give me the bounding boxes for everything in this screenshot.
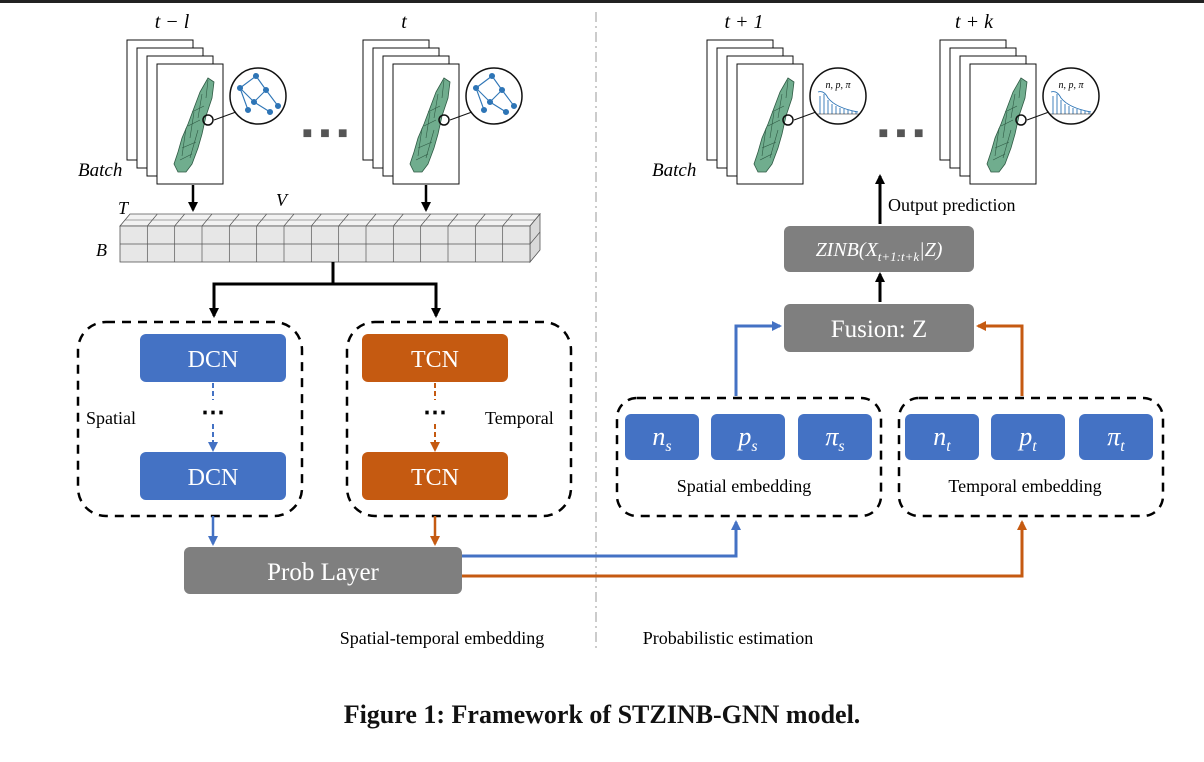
time-label-t-plus-k: t + k [955, 11, 994, 33]
dcn-top-label: DCN [188, 347, 239, 373]
time-label-t-plus-1: t + 1 [724, 11, 763, 33]
spatial-pi-block [798, 414, 872, 460]
tcn-bottom-label: TCN [411, 465, 459, 491]
tcn-block-top [362, 334, 508, 382]
dcn-bottom-label: DCN [188, 465, 239, 491]
spatial-module-box [76, 320, 304, 518]
temporal-p-label: pt [1017, 422, 1037, 455]
temporal-module-box [345, 320, 573, 518]
temporal-embedding-box [897, 396, 1165, 518]
arrow-prob-to-spatial-embedding [462, 520, 741, 558]
tensor-gridline [529, 231, 541, 245]
prob-layer-block [184, 547, 462, 594]
zinb-label: ZINB(Xt+1:t+k|Z) [816, 239, 943, 264]
dcn-block-top [140, 334, 286, 382]
spatial-p-label: ps [736, 422, 757, 455]
arrow-tensor-to-spatial [209, 262, 335, 318]
tensor-label-V: V [276, 190, 289, 210]
section-label-right: Probabilistic estimation [643, 628, 813, 648]
prob-layer-label: Prob Layer [267, 559, 379, 586]
ellipsis-right: ■ ■ ■ [879, 125, 926, 142]
section-label-left: Spatial-temporal embedding [340, 628, 544, 648]
temporal-n-block [905, 414, 979, 460]
temporal-n-label: nt [933, 422, 951, 455]
zinb-block [784, 226, 974, 272]
spatial-embedding-box [615, 396, 883, 518]
temporal-pi-block [1079, 414, 1153, 460]
batch-label-right: Batch [652, 160, 696, 181]
arrow-tensor-to-temporal [333, 282, 441, 318]
dcn-block-bottom [140, 452, 286, 500]
tcn-top-label: TCN [411, 347, 459, 373]
arrow-spatial-embedding-to-fusion [734, 321, 782, 396]
spatial-n-block [625, 414, 699, 460]
fusion-label: Fusion: Z [831, 316, 928, 343]
output-prediction-label: Output prediction [888, 195, 1015, 215]
figure-caption: Figure 1: Framework of STZINB-GNN model. [343, 700, 861, 729]
temporal-dots: ⋯ [423, 400, 447, 426]
spatial-p-block [711, 414, 785, 460]
arrow-temporal-embedding-to-fusion [976, 321, 1024, 396]
temporal-label: Temporal [485, 408, 554, 428]
spatial-embedding-label: Spatial embedding [677, 476, 811, 496]
inset-label-1: n, p, π [825, 80, 851, 91]
tensor-label-T: T [118, 198, 130, 218]
inset-label-2: n, p, π [1058, 80, 1084, 91]
batch-label-left: Batch [78, 160, 122, 181]
tcn-block-bottom [362, 452, 508, 500]
spatial-dots: ⋯ [201, 400, 225, 426]
output-stack-t-plus-k [939, 39, 1100, 185]
input-stack-t-minus-l [126, 39, 287, 185]
ellipsis-left: ■ ■ ■ [303, 125, 350, 142]
spatial-n-label: ns [652, 422, 671, 455]
spatial-pi-label: πs [825, 422, 844, 455]
output-stack-t-plus-1 [706, 39, 867, 185]
time-label-t: t [401, 11, 407, 33]
spatial-label: Spatial [86, 408, 136, 428]
temporal-embedding-label: Temporal embedding [948, 476, 1101, 496]
tensor-label-B: B [96, 240, 107, 260]
input-stack-t [362, 39, 523, 185]
fusion-block [784, 304, 974, 352]
time-label-t-minus-l: t − l [155, 11, 190, 33]
temporal-p-block [991, 414, 1065, 460]
tensor-grid [119, 212, 541, 264]
arrow-prob-to-temporal-embedding [462, 520, 1027, 578]
top-rule [0, 0, 1204, 3]
temporal-pi-label: πt [1107, 422, 1125, 455]
